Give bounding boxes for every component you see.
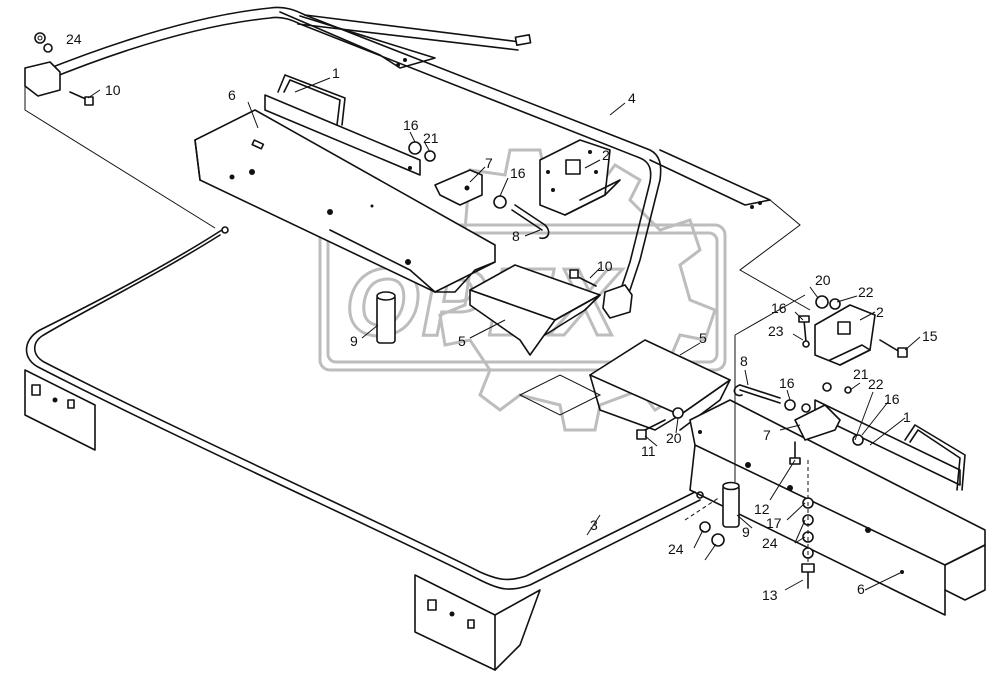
nut-19 — [822, 382, 832, 392]
callout-10-mid: 10 — [597, 258, 613, 274]
callout-5-centre: 5 — [458, 333, 466, 349]
callout-16-upper-b: 16 — [510, 165, 526, 181]
washer-22-right — [829, 298, 841, 310]
callout-21-upper: 21 — [423, 130, 439, 146]
bolt-13 — [801, 563, 815, 589]
leader-lines — [87, 77, 921, 591]
washer-stack-23 — [802, 497, 814, 559]
part-5-centre-channel — [469, 264, 601, 356]
callout-4: 4 — [628, 90, 636, 106]
washer-22-left — [802, 340, 810, 348]
callout-12: 12 — [754, 501, 770, 517]
callout-17: 20 — [815, 272, 831, 288]
callout-6-upper: 6 — [228, 87, 236, 103]
callout-10-top: 10 — [105, 82, 121, 98]
nut-18 — [672, 407, 684, 419]
washer-24-bottom — [699, 521, 711, 533]
part-7-upper-clip — [434, 169, 483, 206]
callout-18: 20 — [666, 430, 682, 446]
part-7-right-clip — [794, 404, 841, 441]
callout-2-upper: 2 — [602, 147, 610, 163]
nut-16-right-b — [852, 434, 864, 446]
callout-6-right: 6 — [857, 581, 865, 597]
callout-23: 24 — [762, 535, 778, 551]
callout-13: 13 — [762, 587, 778, 603]
fasteners — [34, 32, 908, 589]
callout-16-right-a: 16 — [779, 375, 795, 391]
bolt-15 — [798, 315, 810, 343]
callout-14: 15 — [922, 328, 938, 344]
callout-1-right: 1 — [903, 409, 911, 425]
callout-21-right: 22 — [868, 376, 884, 392]
callout-22-lower: 23 — [768, 323, 784, 339]
nut-16-right-a — [784, 399, 796, 411]
part-1-upper-handle — [264, 74, 421, 176]
washer-19 — [844, 386, 852, 394]
callout-16-upper-a: 16 — [403, 117, 419, 133]
washer-21-right — [801, 403, 811, 413]
callout-5-right: 5 — [699, 330, 707, 346]
bolt-14 — [879, 339, 908, 358]
callout-labels: 24 10 1 6 16 21 4 2 7 16 8 10 9 5 5 20 2… — [66, 31, 938, 603]
nut-17 — [815, 295, 829, 309]
part-9-right-spacer — [722, 481, 740, 528]
callout-8-right: 8 — [740, 353, 748, 369]
callout-1-upper: 1 — [332, 65, 340, 81]
assembly-guides — [518, 199, 811, 482]
part-2-upper-plate — [539, 139, 621, 216]
callout-19: 21 — [853, 366, 869, 382]
callout-7-upper: 7 — [485, 155, 493, 171]
callout-9-left: 9 — [350, 333, 358, 349]
washer-21-top — [424, 150, 436, 162]
callout-24-top: 24 — [66, 31, 82, 47]
part-8-upper-hook — [511, 204, 550, 240]
callout-11: 11 — [641, 443, 656, 459]
callout-2-right: 2 — [876, 304, 884, 320]
nut-16-top — [408, 141, 422, 155]
part-1-right-handle — [814, 399, 966, 491]
callout-9-right: 9 — [742, 524, 750, 540]
part-8-right-hook — [733, 384, 781, 404]
callout-3: 3 — [590, 517, 598, 533]
part-9-centre-spacer — [376, 291, 396, 344]
callout-24-bottom: 24 — [668, 541, 684, 557]
bolt-11 — [636, 419, 666, 440]
bolt-10-top — [69, 91, 94, 106]
part-4-upper-frame — [24, 6, 771, 319]
nut-20-bottom — [711, 533, 725, 547]
bolt-12 — [789, 441, 801, 465]
washer-24-top — [43, 43, 53, 53]
callout-15: 16 — [771, 300, 787, 316]
callout-7-right: 7 — [763, 427, 771, 443]
callout-22-upper: 22 — [858, 284, 874, 300]
nut-20-top — [34, 32, 46, 44]
part-6-upper-beam — [194, 109, 496, 293]
callout-8-upper: 8 — [512, 228, 520, 244]
part-2-right-plate — [814, 304, 876, 366]
bolt-10-mid — [569, 269, 597, 287]
part-6-right-beam — [689, 399, 986, 616]
callout-16-right-c: 17 — [766, 515, 782, 531]
part-3-lower-frame — [24, 226, 704, 671]
callout-16-right-b: 16 — [884, 391, 900, 407]
nut-16-mid — [493, 195, 507, 209]
